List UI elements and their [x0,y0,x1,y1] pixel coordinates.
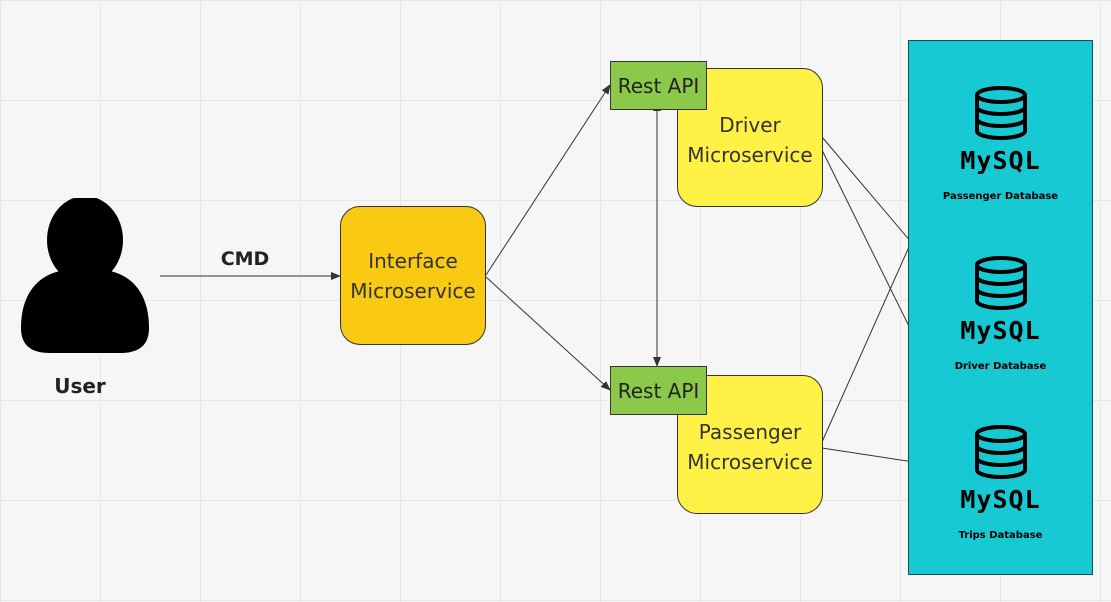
interface-to-driver-api-arrow [485,84,611,276]
db-engine-label: MySQL [960,316,1041,345]
passenger-label-line2: Microservice [687,449,813,474]
driver-label-line1: Driver [719,112,781,137]
driver-label-line2: Microservice [687,142,813,167]
interface-microservice: Interface Microservice [340,206,486,345]
user-label: User [54,374,106,398]
passenger-label-line1: Passenger [698,419,802,444]
db-name-label: Trips Database [958,530,1043,541]
database-icon [974,425,1027,479]
driver-rest-api: Rest API [610,61,707,110]
db-engine-label: MySQL [960,146,1041,175]
interface-to-passenger-api-arrow [485,276,611,391]
user-icon [21,196,149,353]
database-icon [974,256,1027,310]
driver-database: MySQL Driver Database [908,255,1093,372]
interface-label-line2: Microservice [350,278,476,303]
database-icon [974,86,1027,140]
passenger-rest-api: Rest API [610,366,707,415]
cmd-label: CMD [220,248,270,270]
db-name-label: Passenger Database [942,191,1059,202]
db-engine-label: MySQL [960,485,1041,514]
db-name-label: Driver Database [954,361,1047,372]
trips-database: MySQL Trips Database [908,424,1093,541]
interface-label-line1: Interface [368,248,458,273]
passenger-database: MySQL Passenger Database [908,85,1093,202]
user-actor [20,196,150,358]
